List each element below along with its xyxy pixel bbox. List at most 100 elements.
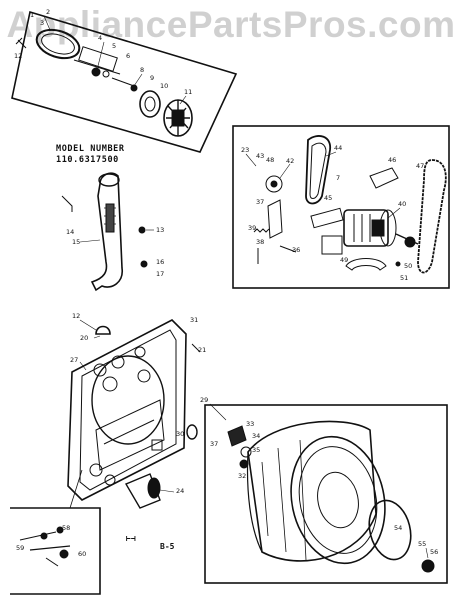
bulkhead-callouts: 12 20 27 31 21 30 24	[70, 312, 206, 495]
top-assembly-group: 1 2 3 12 4 5 6 8 9 10 11	[11, 8, 238, 153]
callout-32: 32	[238, 472, 246, 480]
callout-60: 60	[78, 550, 86, 558]
callout-56: 56	[430, 548, 438, 556]
bearing-bracket	[227, 425, 247, 447]
rear-roller	[421, 559, 435, 573]
callout-43: 43	[256, 152, 264, 160]
drive-belt	[305, 135, 331, 205]
callout-33: 33	[246, 420, 254, 428]
callout-4: 4	[98, 34, 102, 42]
callout-11: 11	[184, 88, 192, 96]
drum-assembly-group: 29 33 34 35 32 37 54 55 56	[200, 396, 448, 584]
callout-34: 34	[252, 432, 260, 440]
inset-frame	[10, 507, 101, 595]
model-number: 110.6317500	[56, 155, 119, 165]
callout-37: 37	[256, 198, 264, 206]
callout-49: 49	[340, 256, 348, 264]
motor-assembly-group: 23 43 48 42 44 7 46 47 37 45 40 39 38 36…	[232, 125, 450, 289]
motor-assembly-frame	[232, 125, 450, 289]
callout-13: 13	[156, 226, 164, 234]
inset-callouts: 58 59 60	[16, 524, 86, 558]
footer-mark: ⊢⊣	[126, 534, 136, 543]
drum-assembly-frame	[204, 404, 448, 584]
hinge-bracket	[78, 46, 118, 72]
callout-45: 45	[324, 194, 332, 202]
roller	[186, 424, 198, 440]
duct-clip	[61, 195, 73, 212]
callout-59: 59	[16, 544, 24, 552]
idler-bracket	[369, 167, 399, 189]
callout-1: 1	[30, 11, 34, 19]
callout-14: 14	[66, 228, 74, 236]
inset-detail-group: 58 59 60	[10, 469, 101, 595]
page-code: B-5	[160, 542, 175, 551]
callout-47: 47	[416, 162, 424, 170]
callout-15: 15	[72, 238, 80, 246]
callout-51: 51	[400, 274, 408, 282]
model-number-block: MODEL NUMBER 110.6317500	[56, 144, 125, 166]
callout-55: 55	[418, 540, 426, 548]
callout-58: 58	[62, 524, 70, 532]
callout-50: 50	[404, 262, 412, 270]
screw	[138, 226, 146, 234]
motor-mount	[310, 207, 344, 229]
front-bulkhead	[67, 319, 187, 501]
callout-36: 36	[292, 246, 300, 254]
callout-24: 24	[176, 487, 184, 495]
watermark-text: AppliancePartsPros.com	[6, 4, 456, 45]
idler-pulley	[265, 175, 283, 193]
motor-callouts: 23 43 48 42 44 7 46 47 37 45 40 39 38 36…	[241, 144, 424, 282]
drum-glide-cone	[124, 473, 161, 509]
callout-2: 2	[46, 8, 50, 16]
callout-20: 20	[80, 334, 88, 342]
motor-clamp	[345, 258, 387, 271]
callout-9: 9	[150, 74, 154, 82]
door-switch	[91, 67, 101, 77]
drum-opening	[91, 355, 165, 445]
callout-54: 54	[394, 524, 402, 532]
callout-12-bulkhead: 12	[72, 312, 80, 320]
callout-40: 40	[398, 200, 406, 208]
callout-35-drum: 35	[252, 446, 260, 454]
callout-8: 8	[140, 66, 144, 74]
callout-16: 16	[156, 258, 164, 266]
dryer-drum	[247, 420, 377, 562]
callout-6: 6	[126, 52, 130, 60]
top-assembly-frame	[11, 10, 238, 153]
screw	[15, 37, 27, 49]
exhaust-duct-group: 14 13 15 16 17	[61, 172, 164, 292]
front-bulkhead-group: 12 20 27 31 21 30 24	[67, 312, 206, 509]
drum-seal	[368, 499, 412, 561]
callout-30: 30	[176, 430, 184, 438]
top-callouts: 1 2 3 12 4 5 6 8 9 10 11	[14, 8, 192, 105]
idler-spring	[253, 228, 270, 233]
callout-17: 17	[156, 270, 164, 278]
callout-23: 23	[241, 146, 249, 154]
exhaust-callouts: 14 13 15 16 17	[66, 226, 164, 278]
callout-46: 46	[388, 156, 396, 164]
drive-motor	[343, 209, 389, 247]
motor-pulley	[404, 236, 416, 248]
callout-27: 27	[70, 356, 78, 364]
callout-44: 44	[334, 144, 342, 152]
inset-wire	[29, 545, 71, 551]
callout-48: 48	[266, 156, 274, 164]
callout-21: 21	[198, 346, 206, 354]
callout-39: 39	[248, 224, 256, 232]
callout-42: 42	[286, 157, 294, 165]
pulley-disc	[139, 90, 161, 118]
callout-37-drum: 37	[210, 440, 218, 448]
long-belt	[417, 159, 447, 274]
model-label: MODEL NUMBER	[56, 144, 125, 154]
callout-12: 12	[14, 52, 22, 60]
door-seal-ring	[35, 28, 81, 60]
callout-29: 29	[200, 396, 208, 404]
drum-callouts: 29 33 34 35 32 37 54 55 56	[200, 396, 438, 559]
bulkhead-bracket	[151, 439, 163, 451]
callout-10: 10	[160, 82, 168, 90]
callout-3: 3	[40, 19, 44, 27]
callout-5: 5	[112, 42, 116, 50]
callout-31-top: 31	[190, 316, 198, 324]
